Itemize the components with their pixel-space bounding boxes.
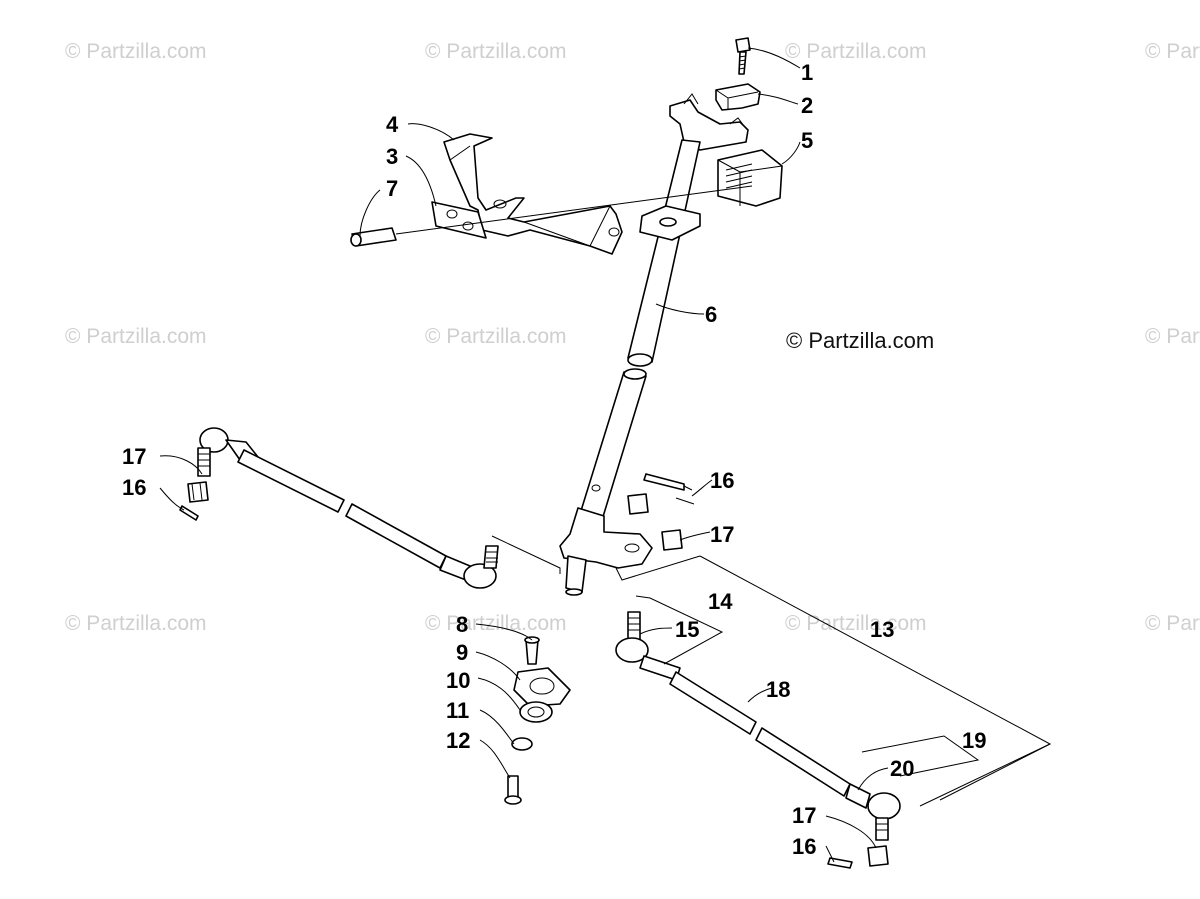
callout-8: 8 — [456, 612, 468, 637]
callout-labels: 1 2 3 4 5 6 7 8 9 10 11 12 13 14 15 16 1… — [122, 60, 986, 859]
callout-16: 16 — [122, 475, 146, 500]
callout-12: 12 — [446, 728, 470, 753]
callout-9: 9 — [456, 640, 468, 665]
cotter-pin-part-16-left — [179, 505, 199, 521]
steering-bracket-part-4 — [443, 133, 623, 255]
bushing-part-5 — [717, 149, 783, 207]
watermark: © Partzilla.com — [1145, 40, 1200, 63]
bolt-part-1 — [735, 37, 751, 75]
watermark: © Partzilla.com — [785, 40, 927, 63]
callout-13: 13 — [870, 617, 894, 642]
callout-17: 17 — [122, 444, 146, 469]
watermark: © Partzilla.com — [425, 325, 567, 348]
callout-7: 7 — [386, 176, 398, 201]
washer-part-11 — [511, 737, 533, 751]
pitman-arm — [559, 507, 653, 596]
bolt-part-12 — [504, 775, 522, 805]
callout-17: 17 — [710, 522, 734, 547]
steering-shaft-upper-part-6 — [627, 139, 701, 367]
bolt-part-8 — [524, 636, 540, 665]
watermark: © Partzilla.com — [425, 40, 567, 63]
watermark: © Partzilla.com — [65, 612, 207, 635]
callout-6: 6 — [705, 302, 717, 327]
callout-16: 16 — [710, 468, 734, 493]
callout-14: 14 — [708, 589, 733, 614]
watermark: © Partzilla.com — [1145, 612, 1200, 635]
flange-housing-part-9 — [513, 667, 571, 707]
parts-drawing — [159, 37, 1052, 869]
cotter-pin-part-16-center — [643, 473, 695, 505]
tie-rod-left — [197, 427, 499, 589]
watermark: © Partzilla.com — [785, 612, 927, 635]
copyright-notice: © Partzilla.com — [786, 328, 934, 353]
castle-nut-part-17-center-a — [627, 493, 649, 515]
callout-2: 2 — [801, 93, 813, 118]
callout-16: 16 — [792, 834, 816, 859]
castle-nut-part-17-right — [867, 845, 889, 867]
watermark: © Partzilla.com — [65, 40, 207, 63]
bearing-part-10 — [519, 701, 553, 723]
mounting-plate-part-3 — [431, 201, 487, 239]
callout-11: 11 — [446, 698, 469, 723]
callout-18: 18 — [766, 677, 790, 702]
callout-4: 4 — [386, 112, 399, 137]
callout-3: 3 — [386, 144, 398, 169]
group-bracket-lines — [491, 535, 1052, 807]
callout-5: 5 — [801, 128, 813, 153]
callout-10: 10 — [446, 668, 470, 693]
leader-lines — [159, 47, 889, 863]
callout-1: 1 — [801, 60, 813, 85]
watermark-layer: © Partzilla.com © Partzilla.com © Partzi… — [65, 40, 1200, 635]
cotter-pin-part-16-right — [827, 857, 853, 869]
castle-nut-part-17-left — [187, 481, 209, 503]
callout-19: 19 — [962, 728, 986, 753]
watermark: © Partzilla.com — [1145, 325, 1200, 348]
pin-part-7 — [350, 185, 753, 247]
watermark: © Partzilla.com — [425, 612, 567, 635]
callout-20: 20 — [890, 756, 914, 781]
column-clamp-top — [669, 93, 749, 151]
clamp-cap-part-2 — [715, 83, 761, 111]
callout-17: 17 — [792, 803, 816, 828]
castle-nut-part-17-center-b — [661, 529, 683, 551]
callout-15: 15 — [675, 617, 699, 642]
tie-rod-right — [615, 611, 901, 841]
watermark: © Partzilla.com — [65, 325, 207, 348]
